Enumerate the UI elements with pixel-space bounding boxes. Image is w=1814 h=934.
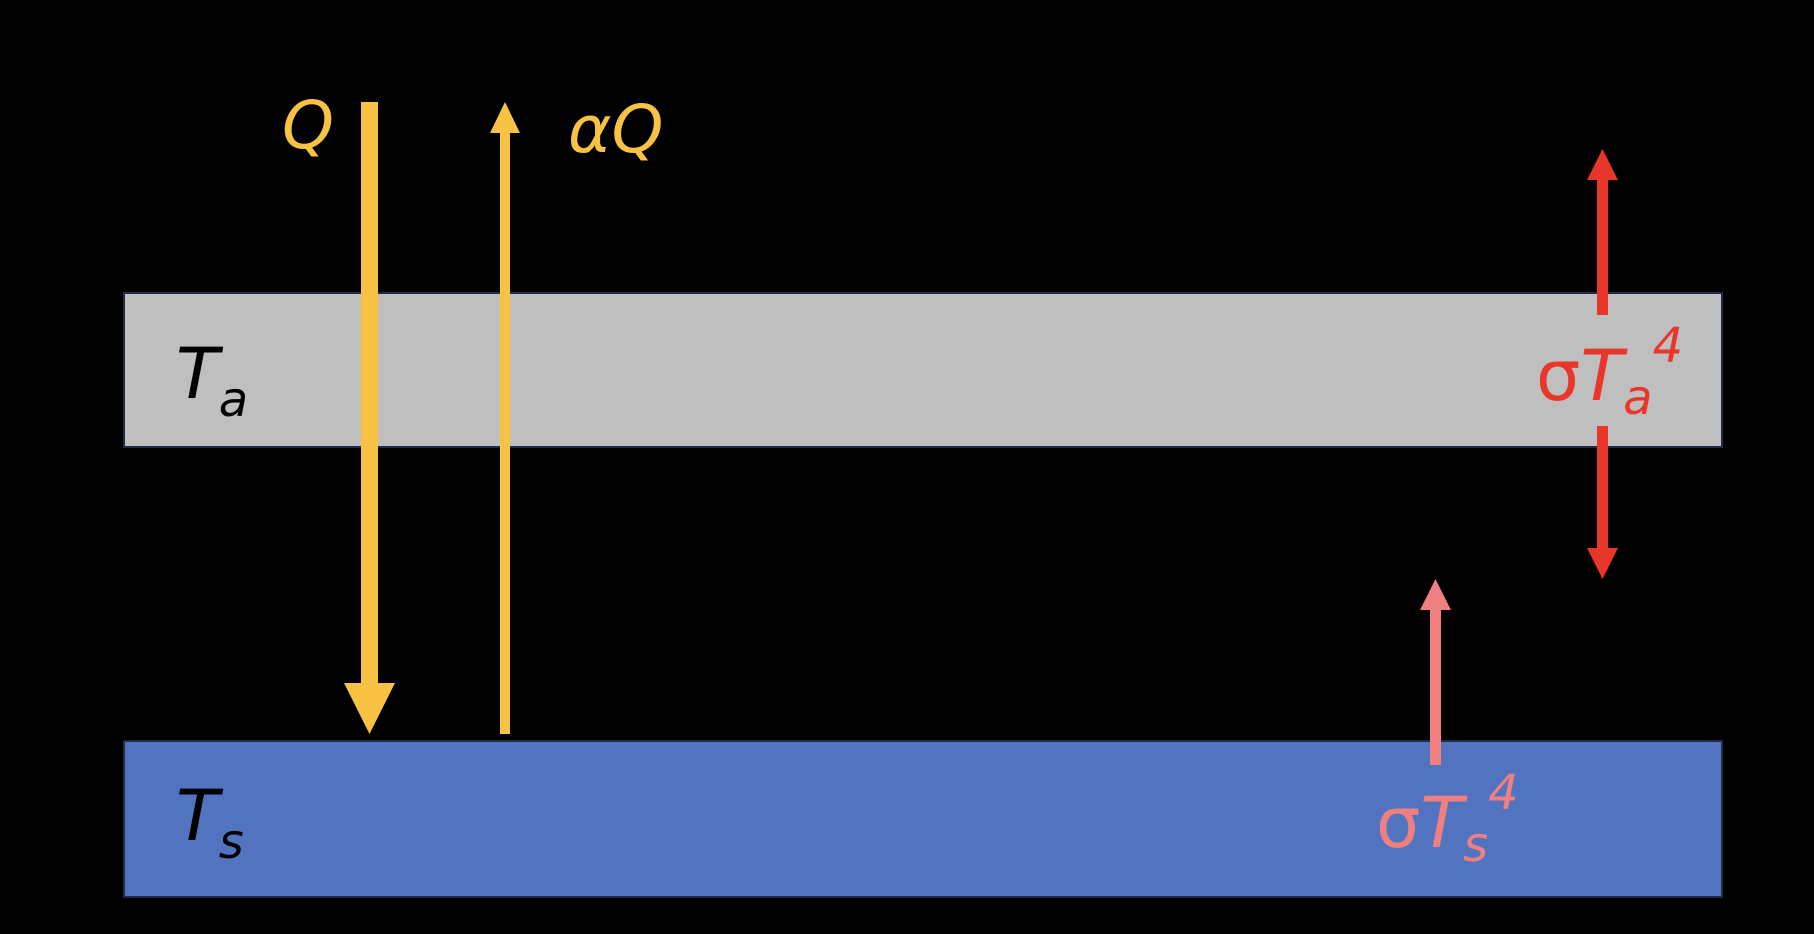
reflected-solar-arrow (490, 102, 520, 734)
incoming-solar-symbol: Q (282, 87, 334, 164)
surface-emission-symbol: T (1420, 782, 1468, 864)
incoming-solar-arrow (344, 102, 395, 734)
surface-temperature-subscript: s (219, 814, 244, 870)
albedo-symbol: α (568, 91, 612, 168)
surface-emission-label: σTs4 (1376, 765, 1519, 873)
atmosphere-emission-symbol: T (1580, 335, 1628, 417)
atmosphere-emission-down-arrow (1587, 426, 1618, 579)
atmosphere-emission-sigma: σ (1536, 335, 1580, 417)
incoming-solar-label: Q (282, 87, 334, 164)
surface-emission-exponent: 4 (1488, 765, 1519, 821)
atmosphere-emission-up-shaft (1597, 175, 1608, 315)
surface-temperature-label: Ts (176, 775, 244, 870)
atmosphere-emission-label: σTa4 (1536, 318, 1683, 426)
incoming-solar-arrow-shaft (361, 102, 378, 688)
surface-emission-sigma: σ (1376, 782, 1420, 864)
atmosphere-layer (123, 292, 1723, 448)
surface-emission-arrow (1420, 579, 1451, 765)
surface-emission-subscript: s (1463, 817, 1488, 873)
reflected-solar-label: αQ (568, 91, 663, 168)
atmosphere-emission-down-head (1587, 548, 1618, 579)
atmosphere-emission-down-shaft (1597, 426, 1608, 552)
atmosphere-temperature-label: Ta (176, 333, 248, 428)
surface-emission-arrow-shaft (1430, 605, 1441, 765)
surface-emission-arrow-head (1420, 579, 1451, 610)
surface-temperature-symbol: T (176, 775, 224, 857)
atmosphere-emission-subscript: a (1623, 370, 1652, 426)
atmosphere-emission-up-arrow (1587, 149, 1618, 315)
reflected-solar-arrow-shaft (500, 128, 510, 734)
surface-layer (123, 740, 1723, 898)
reflected-solar-symbol: Q (612, 91, 664, 168)
atmosphere-temperature-subscript: a (219, 372, 248, 428)
atmosphere-emission-up-head (1587, 149, 1618, 180)
atmosphere-emission-exponent: 4 (1653, 318, 1684, 374)
reflected-solar-arrow-head (490, 102, 520, 133)
incoming-solar-arrow-head (344, 683, 395, 734)
atmosphere-temperature-symbol: T (176, 333, 224, 415)
